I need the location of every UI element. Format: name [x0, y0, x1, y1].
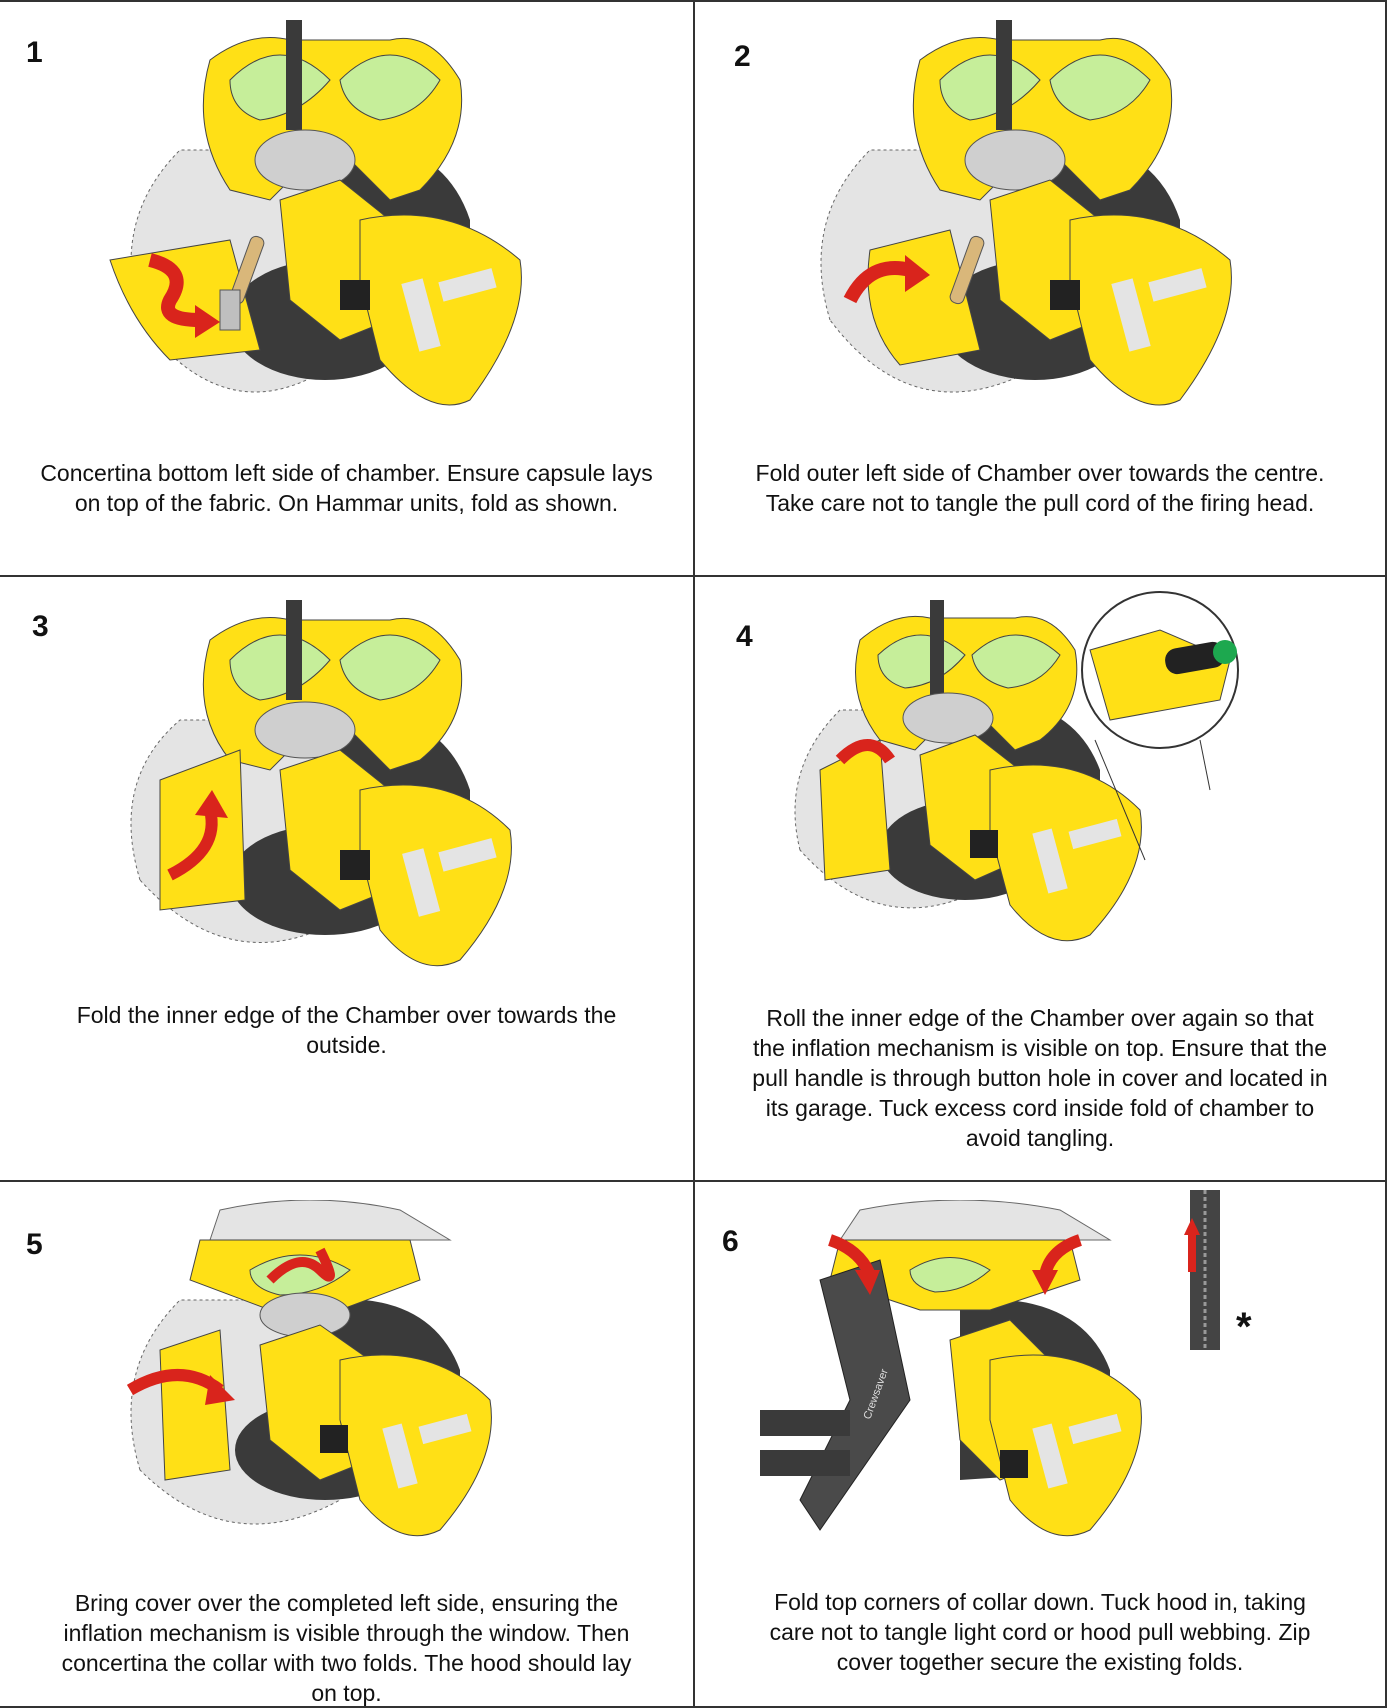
column-divider	[693, 0, 695, 1708]
step-caption-3: Fold the inner edge of the Chamber over …	[0, 1000, 693, 1060]
step-caption-5: Bring cover over the completed left side…	[0, 1588, 693, 1708]
step-caption-4: Roll the inner edge of the Chamber over …	[695, 1003, 1385, 1153]
illustration-step-1	[90, 20, 590, 440]
illustration-step-6: Crewsaver	[760, 1200, 1200, 1570]
illustration-step-5	[110, 1200, 570, 1570]
lifejacket-drawing	[821, 20, 1231, 405]
step-caption-6: Fold top corners of collar down. Tuck ho…	[695, 1587, 1385, 1677]
lifejacket-drawing	[130, 1200, 491, 1536]
step-number-4: 4	[736, 620, 753, 654]
step-number-3: 3	[32, 610, 49, 644]
step-number-5: 5	[26, 1228, 43, 1262]
step-number-1: 1	[26, 36, 43, 70]
illustration-step-4	[780, 590, 1340, 980]
illustration-step-2	[800, 20, 1300, 440]
step-number-6: 6	[722, 1225, 739, 1259]
lifejacket-drawing	[795, 592, 1238, 941]
lifejacket-drawing	[131, 600, 511, 966]
lifejacket-drawing: Crewsaver	[760, 1200, 1141, 1536]
lifejacket-drawing	[110, 20, 521, 405]
zip-note-asterisk: *	[1236, 1305, 1252, 1350]
step-caption-1: Concertina bottom left side of chamber. …	[0, 458, 693, 518]
step-number-2: 2	[734, 40, 751, 74]
illustration-step-3	[90, 600, 590, 980]
step-caption-2: Fold outer left side of Chamber over tow…	[695, 458, 1385, 518]
